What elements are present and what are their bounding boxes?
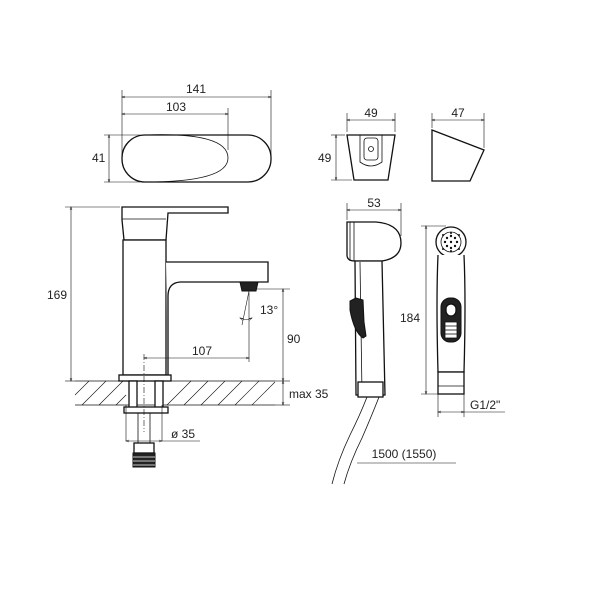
label-90: 90 bbox=[287, 332, 301, 346]
label-holder-side: 47 bbox=[451, 106, 465, 120]
countertop-hatching bbox=[74, 380, 276, 406]
label-141: 141 bbox=[186, 82, 206, 96]
dimension-184: 184 bbox=[400, 226, 446, 394]
label-holder-width: 49 bbox=[364, 106, 378, 120]
dimension-107: 107 bbox=[144, 292, 249, 362]
dimension-41: 41 bbox=[92, 135, 109, 182]
label-thread: G1/2" bbox=[470, 398, 500, 412]
spray-holes bbox=[442, 232, 460, 252]
label-41: 41 bbox=[92, 151, 106, 165]
connector-thread bbox=[133, 456, 155, 466]
shower-side-view bbox=[331, 221, 402, 485]
label-103: 103 bbox=[166, 100, 186, 114]
dimension-141: 141 bbox=[122, 82, 271, 97]
dimension-53: 53 bbox=[347, 196, 401, 236]
dimension-103: 103 bbox=[122, 100, 228, 114]
dimension-holder-height: 49 bbox=[318, 135, 336, 180]
label-53: 53 bbox=[367, 196, 381, 210]
label-184: 184 bbox=[400, 311, 420, 325]
label-13-deg: 13° bbox=[260, 303, 278, 317]
dimension-diameter-35: ø 35 bbox=[126, 405, 200, 441]
handle-top-view bbox=[104, 90, 272, 183]
dimension-holder-side: 47 bbox=[432, 106, 484, 120]
holder-front-view bbox=[331, 113, 396, 181]
faucet-side-view bbox=[74, 206, 276, 468]
dimension-holder-width: 49 bbox=[347, 106, 395, 120]
holder-side-view bbox=[431, 113, 485, 182]
shower-front-view bbox=[435, 226, 467, 395]
label-107: 107 bbox=[192, 344, 212, 358]
label-holder-height: 49 bbox=[318, 151, 332, 165]
dimension-13-deg: 13° bbox=[240, 290, 278, 326]
label-max-35: max 35 bbox=[289, 387, 329, 401]
dimension-max-35: max 35 bbox=[275, 381, 329, 405]
label-169: 169 bbox=[47, 288, 67, 302]
label-diameter-35: ø 35 bbox=[171, 427, 195, 441]
dimension-90: 90 bbox=[257, 289, 301, 381]
dimension-hose-length: 1500 (1550) bbox=[357, 447, 456, 464]
dimension-169: 169 bbox=[47, 207, 120, 381]
dimension-thread: G1/2" bbox=[438, 394, 505, 417]
label-hose-length: 1500 (1550) bbox=[372, 447, 437, 461]
